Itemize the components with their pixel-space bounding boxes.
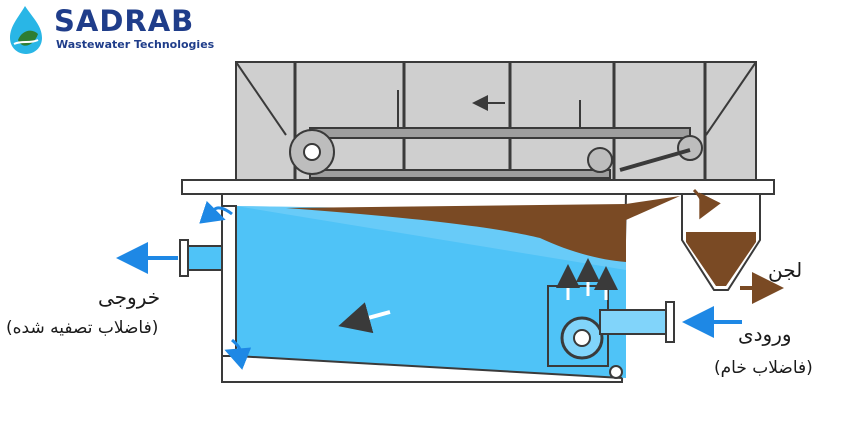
- outlet-sublabel: (فاضلاب تصفیه شده): [6, 318, 159, 338]
- flow-arrow-icon: [338, 302, 391, 334]
- outlet-pipe: [185, 245, 223, 271]
- inlet-pipe: [599, 309, 669, 335]
- brand-name: SADRAB: [54, 4, 195, 38]
- water-drop-logo-icon: [10, 6, 42, 54]
- outlet-label: خروجی: [98, 285, 161, 309]
- outlet-baffle: [221, 205, 237, 357]
- inlet-sublabel: (فاضلاب خام): [714, 358, 813, 378]
- tank-rim: [181, 179, 775, 195]
- sludge-label: لجن: [768, 258, 803, 282]
- brand-tagline: Wastewater Technologies: [56, 38, 215, 51]
- sludge-layer: [286, 196, 680, 262]
- inlet-label: ورودی: [738, 322, 792, 346]
